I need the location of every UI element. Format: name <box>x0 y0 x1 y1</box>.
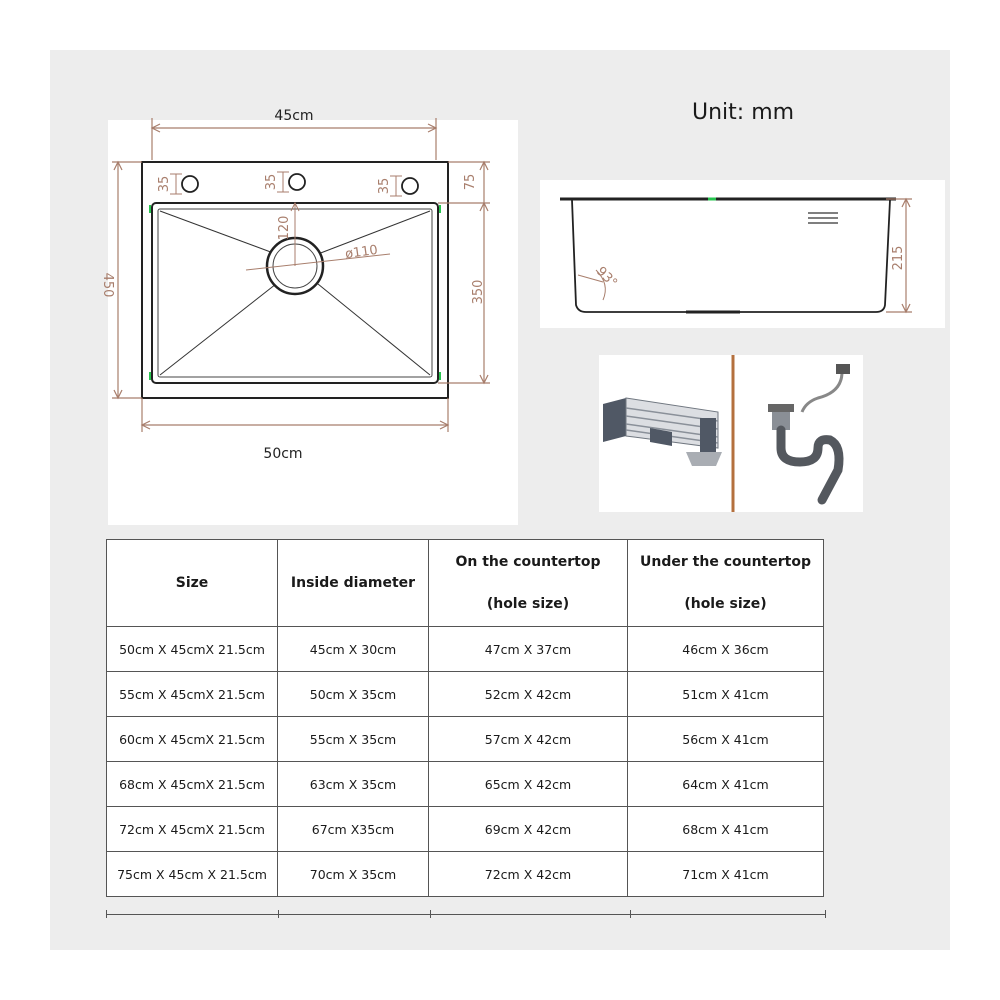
rule-tick <box>106 910 107 918</box>
hole-offset-label-center: 35 <box>264 174 279 191</box>
spec-table: Size Inside diameter On the countertop (… <box>106 539 824 897</box>
dim-450 <box>112 160 142 400</box>
side-view-background <box>540 180 945 328</box>
dim-215 <box>886 197 912 314</box>
header-under-countertop-line1: Under the countertop <box>640 554 811 570</box>
dim-50cm-label: 50cm <box>263 446 302 462</box>
cell-under-countertop: 68cm X 41cm <box>627 806 824 852</box>
rule-tick <box>278 910 279 918</box>
table-header-row: Size Inside diameter On the countertop (… <box>106 539 824 627</box>
dim-450-label: 450 <box>100 273 115 298</box>
drain-pipe-icon <box>768 364 850 505</box>
cell-size: 50cm X 45cmX 21.5cm <box>106 626 278 672</box>
dim-45cm <box>150 118 438 160</box>
cell-on-countertop: 72cm X 42cm <box>428 851 628 897</box>
dim-50cm <box>140 398 450 432</box>
header-on-countertop: On the countertop (hole size) <box>428 539 628 627</box>
corner-marks <box>149 205 441 380</box>
cell-size: 75cm X 45cm X 21.5cm <box>106 851 278 897</box>
cell-size: 55cm X 45cmX 21.5cm <box>106 671 278 717</box>
cell-under-countertop: 51cm X 41cm <box>627 671 824 717</box>
header-on-countertop-line2: (hole size) <box>486 596 570 612</box>
cell-under-countertop: 71cm X 41cm <box>627 851 824 897</box>
table-row: 55cm X 45cmX 21.5cm 50cm X 35cm 52cm X 4… <box>106 671 824 717</box>
dim-215-label: 215 <box>891 246 906 271</box>
cell-under-countertop: 56cm X 41cm <box>627 716 824 762</box>
faucet-hole-center <box>288 173 306 191</box>
table-row: 60cm X 45cmX 21.5cm 55cm X 35cm 57cm X 4… <box>106 716 824 762</box>
sink-side-view <box>560 197 896 314</box>
drain-basket-icon <box>603 397 722 466</box>
header-under-countertop: Under the countertop (hole size) <box>627 539 824 627</box>
dim-right <box>438 160 490 385</box>
table-row: 72cm X 45cmX 21.5cm 67cm X35cm 69cm X 42… <box>106 806 824 852</box>
cell-inside: 70cm X 35cm <box>277 851 429 897</box>
header-under-countertop-line2: (hole size) <box>684 596 767 612</box>
table-row: 75cm X 45cm X 21.5cm 70cm X 35cm 72cm X … <box>106 851 824 897</box>
cell-on-countertop: 47cm X 37cm <box>428 626 628 672</box>
cell-size: 60cm X 45cmX 21.5cm <box>106 716 278 762</box>
drain-diameter-label: ø110 <box>344 243 379 262</box>
dim-350-label: 350 <box>471 280 486 305</box>
cell-on-countertop: 52cm X 42cm <box>428 671 628 717</box>
hole-offset-label-left: 35 <box>157 176 172 193</box>
drain-offset-label: 120 <box>277 216 292 241</box>
cell-under-countertop: 46cm X 36cm <box>627 626 824 672</box>
rule-tick <box>430 910 431 918</box>
header-on-countertop-line1: On the countertop <box>455 554 601 570</box>
cell-under-countertop: 64cm X 41cm <box>627 761 824 807</box>
cell-size: 68cm X 45cmX 21.5cm <box>106 761 278 807</box>
cell-inside: 45cm X 30cm <box>277 626 429 672</box>
hole-offset-marks <box>170 171 402 197</box>
rule-tick <box>825 910 826 918</box>
header-inside: Inside diameter <box>277 539 429 627</box>
dim-75-label: 75 <box>463 174 478 191</box>
cell-inside: 50cm X 35cm <box>277 671 429 717</box>
unit-label: Unit: mm <box>692 100 795 125</box>
cell-inside: 55cm X 35cm <box>277 716 429 762</box>
faucet-hole-right <box>401 177 419 195</box>
cell-inside: 63cm X 35cm <box>277 761 429 807</box>
rule-tick <box>630 910 631 918</box>
header-size: Size <box>106 539 278 627</box>
faucet-hole-left <box>181 175 199 193</box>
hole-offset-label-right: 35 <box>377 178 392 195</box>
cell-on-countertop: 57cm X 42cm <box>428 716 628 762</box>
table-row: 50cm X 45cmX 21.5cm 45cm X 30cm 47cm X 3… <box>106 626 824 672</box>
cell-on-countertop: 69cm X 42cm <box>428 806 628 852</box>
drain-offset-marks <box>290 201 300 266</box>
table-bottom-rule <box>106 914 826 915</box>
cell-on-countertop: 65cm X 42cm <box>428 761 628 807</box>
cell-size: 72cm X 45cmX 21.5cm <box>106 806 278 852</box>
dim-45cm-label: 45cm <box>274 108 313 124</box>
cell-inside: 67cm X35cm <box>277 806 429 852</box>
table-row: 68cm X 45cmX 21.5cm 63cm X 35cm 65cm X 4… <box>106 761 824 807</box>
diameter-leader <box>245 253 391 271</box>
basin-creases <box>159 210 431 376</box>
